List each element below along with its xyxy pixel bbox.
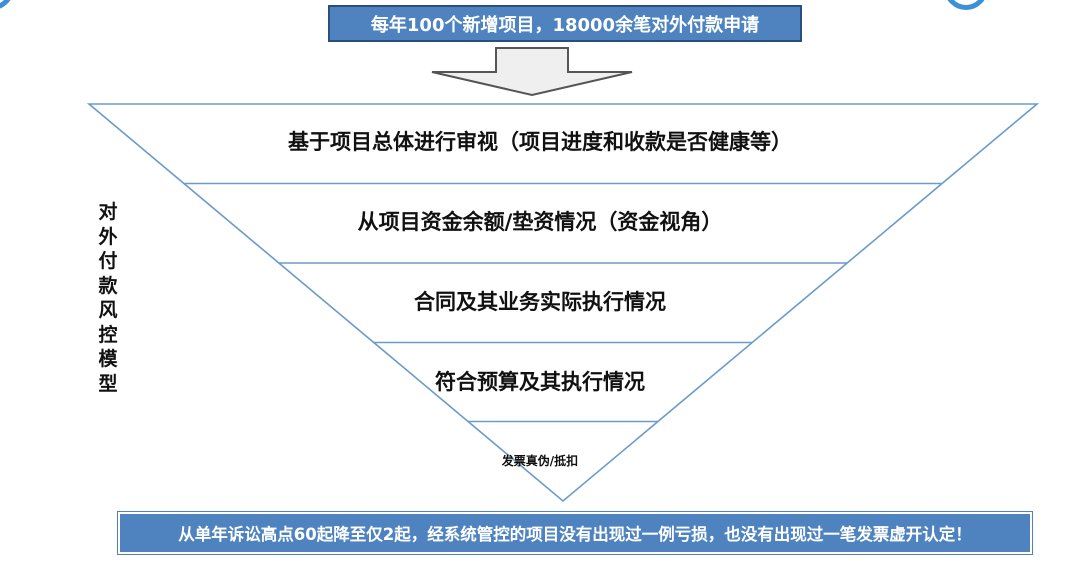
funnel-layer-1-label: 基于项目总体进行审视（项目进度和收款是否健康等） <box>288 130 792 154</box>
model-side-label: 对外付款风控模型 <box>98 201 118 395</box>
funnel-layer-2-label: 从项目资金余额/垫资情况（资金视角） <box>357 210 723 234</box>
funnel-outline <box>86 103 1040 503</box>
footer-banner-text: 从单年诉讼高点60起降至仅2起，经系统管控的项目没有出现过一例亏损，也没有出现过… <box>178 525 972 544</box>
header-banner: 每年100个新增项目，18000余笔对外付款申请 <box>328 5 802 42</box>
footer-banner: 从单年诉讼高点60起降至仅2起，经系统管控的项目没有出现过一例亏损，也没有出现过… <box>118 512 1032 554</box>
funnel-layer-3-label: 合同及其业务实际执行情况 <box>414 290 666 314</box>
funnel-layer-5-label: 发票真伪/抵扣 <box>501 454 579 468</box>
down-arrow-shape <box>431 47 633 97</box>
down-arrow-icon <box>431 47 633 97</box>
header-banner-text: 每年100个新增项目，18000余笔对外付款申请 <box>370 14 760 36</box>
funnel-layer-4-label: 符合预算及其执行情况 <box>435 370 645 394</box>
